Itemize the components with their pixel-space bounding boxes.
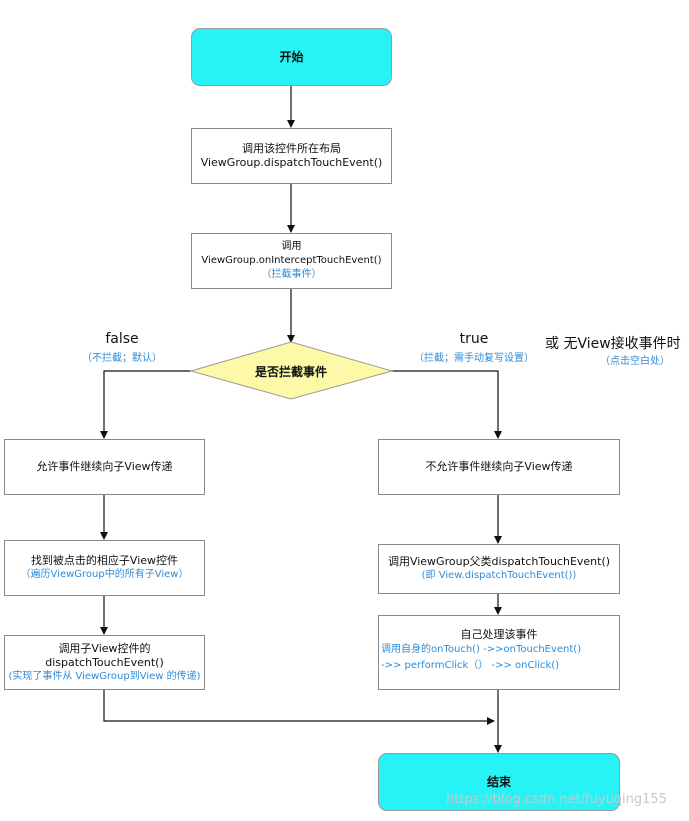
step2-line2: （拦截事件） bbox=[261, 269, 322, 280]
false-note: （不拦截；默认） bbox=[82, 353, 162, 364]
false-label: false bbox=[105, 331, 139, 347]
end-label: 结束 bbox=[486, 775, 511, 789]
right3-line2: ->> performClick（） ->> onClick() bbox=[381, 660, 560, 671]
left3-line3: (实现了事件从 ViewGroup到View 的传递) bbox=[8, 670, 201, 682]
step1-line2: ViewGroup.dispatchTouchEvent() bbox=[200, 156, 383, 169]
watermark: https://blog.csdn.net/fuyuqing155 bbox=[446, 792, 667, 807]
step-child-dispatch: 调用子View控件的 dispatchTouchEvent() (实现了事件从 … bbox=[4, 635, 205, 690]
left2-line2: （遍历ViewGroup中的所有子View） bbox=[20, 569, 189, 580]
step1-line1: 调用该控件所在布局 bbox=[242, 142, 341, 155]
arrow-false-branch bbox=[100, 370, 191, 439]
start-label: 开始 bbox=[279, 50, 304, 64]
left3-line1: 调用子View控件的 bbox=[58, 641, 151, 655]
step-dispatch-layout: 调用该控件所在布局 ViewGroup.dispatchTouchEvent() bbox=[191, 128, 392, 184]
decision-label: 是否拦截事件 bbox=[254, 364, 327, 379]
alt-note: （点击空白处） bbox=[600, 356, 670, 367]
left1-label: 允许事件继续向子View传递 bbox=[36, 460, 173, 473]
step-parent-dispatch: 调用ViewGroup父类dispatchTouchEvent() (即 Vie… bbox=[378, 544, 620, 594]
arrow-true-branch bbox=[392, 370, 502, 439]
left2-line1: 找到被点击的相应子View控件 bbox=[30, 554, 179, 567]
arrow-left3-merge bbox=[103, 690, 495, 725]
step-self-handle: 自己处理该事件 调用自身的onTouch() ->>onTouchEvent()… bbox=[378, 615, 620, 690]
alt-label: 或 无View接收事件时 bbox=[545, 336, 681, 352]
true-note: （拦截；需手动复写设置） bbox=[414, 353, 534, 364]
left3-line2: dispatchTouchEvent() bbox=[45, 655, 164, 669]
right3-line1: 调用自身的onTouch() ->>onTouchEvent() bbox=[381, 644, 582, 655]
right3-title: 自己处理该事件 bbox=[460, 628, 538, 641]
true-label: true bbox=[459, 331, 489, 347]
step2-line1: 调用ViewGroup.onInterceptTouchEvent() bbox=[201, 241, 382, 266]
decision-diamond bbox=[189, 341, 394, 400]
step-allow-pass: 允许事件继续向子View传递 bbox=[4, 439, 205, 495]
step-intercept: 调用ViewGroup.onInterceptTouchEvent() （拦截事… bbox=[191, 233, 392, 289]
right1-label: 不允许事件继续向子View传递 bbox=[425, 460, 573, 473]
step-block-pass: 不允许事件继续向子View传递 bbox=[378, 439, 620, 495]
start-node: 开始 bbox=[191, 28, 392, 86]
step-find-child: 找到被点击的相应子View控件 （遍历ViewGroup中的所有子View） bbox=[4, 540, 205, 596]
right2-line2: (即 View.dispatchTouchEvent()) bbox=[421, 570, 577, 581]
right2-line1: 调用ViewGroup父类dispatchTouchEvent() bbox=[387, 555, 611, 568]
end-node: 结束 bbox=[378, 753, 620, 811]
